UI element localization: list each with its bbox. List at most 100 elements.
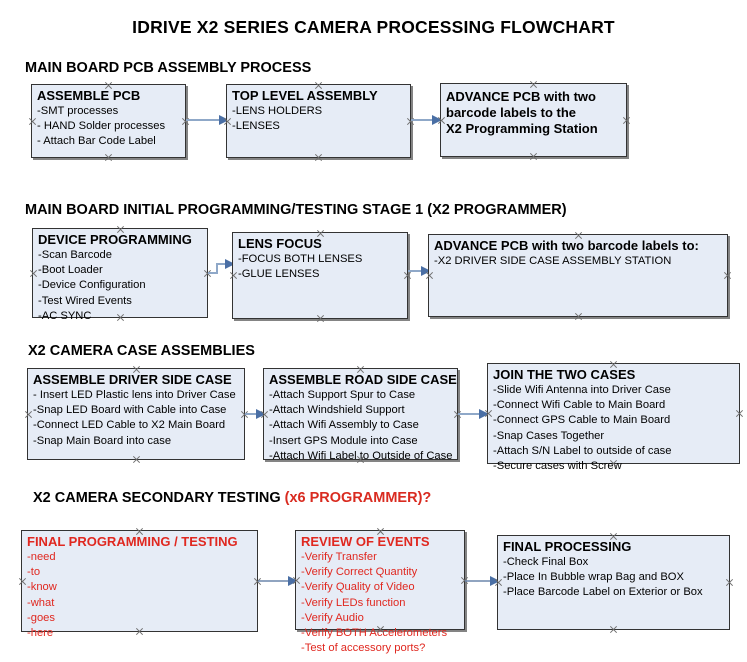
node-header: JOIN THE TWO CASES bbox=[493, 367, 636, 382]
resize-handle-left[interactable] bbox=[437, 116, 446, 125]
node-line: -Attach Support Spur to Case bbox=[269, 389, 416, 401]
connector-road-side-to-join-cases bbox=[458, 409, 489, 419]
node-line: -Verify Transfer bbox=[301, 551, 377, 563]
node-line: -need bbox=[27, 551, 56, 563]
resize-handle-left[interactable] bbox=[260, 410, 269, 419]
node-line: -here bbox=[27, 627, 54, 640]
node-header: ASSEMBLE DRIVER SIDE CASE bbox=[33, 372, 232, 387]
node-line: -know bbox=[27, 581, 57, 594]
node-line: - Attach Bar Code Label bbox=[37, 135, 156, 148]
node-line: -Slide Wifi Antenna into Driver Case bbox=[493, 384, 671, 396]
node-line: - HAND Solder processes bbox=[37, 120, 166, 133]
node-final-processing[interactable]: FINAL PROCESSING -Check Final Box -Place… bbox=[497, 535, 730, 630]
node-line: -Check Final Box bbox=[503, 556, 589, 568]
node-line: -LENSES bbox=[232, 120, 280, 133]
resize-handle-left[interactable] bbox=[229, 271, 238, 280]
node-line: -what bbox=[27, 596, 55, 609]
node-line-overflow: -Test of accessory ports? bbox=[301, 642, 426, 655]
connector-top-level-assembly-to-advance-pcb bbox=[411, 115, 442, 125]
node-advance-pcb-to-programming-station[interactable]: ADVANCE PCB with two barcode labels to t… bbox=[440, 83, 627, 157]
node-line: -Insert GPS Module into Case bbox=[269, 434, 418, 447]
section-heading-secondary-testing: X2 CAMERA SECONDARY TESTING (x6 PROGRAMM… bbox=[33, 490, 431, 506]
node-line: -Attach Windshield Support bbox=[269, 404, 405, 417]
node-line: -LENS HOLDERS bbox=[232, 105, 323, 117]
node-final-programming-testing[interactable]: FINAL PROGRAMMING / TESTING -need -to -k… bbox=[18, 530, 258, 639]
resize-handle-bottom[interactable] bbox=[132, 455, 141, 464]
resize-handle-bottom[interactable] bbox=[609, 625, 618, 634]
node-line: -to bbox=[27, 566, 41, 579]
node-header: TOP LEVEL ASSEMBLY bbox=[232, 88, 378, 103]
connector-review-of-events-to-final-processing bbox=[465, 576, 500, 586]
resize-handle-left[interactable] bbox=[292, 576, 301, 585]
node-join-the-two-cases[interactable]: JOIN THE TWO CASES -Slide Wifi Antenna i… bbox=[484, 363, 740, 472]
node-line: -Attach S/N Label to outside of case bbox=[493, 444, 672, 457]
node-line: -Boot Loader bbox=[38, 264, 103, 277]
section-heading-text: MAIN BOARD INITIAL PROGRAMMING/TESTING S… bbox=[25, 202, 567, 218]
node-line: -AC SYNC bbox=[38, 309, 92, 322]
node-line: -FOCUS BOTH LENSES bbox=[238, 253, 363, 265]
node-header: ASSEMBLE ROAD SIDE CASE bbox=[269, 372, 457, 387]
node-line: -Verify Correct Quantity bbox=[301, 566, 418, 579]
node-assemble-road-side-case[interactable]: ASSEMBLE ROAD SIDE CASE -Attach Support … bbox=[260, 368, 458, 462]
node-line: -Attach Wifi Label to Outside of Case bbox=[269, 449, 453, 462]
resize-handle-left[interactable] bbox=[425, 271, 434, 280]
node-header: FINAL PROGRAMMING / TESTING bbox=[27, 534, 238, 549]
node-line: - Insert LED Plastic lens into Driver Ca… bbox=[33, 389, 236, 401]
node-header: LENS FOCUS bbox=[238, 236, 322, 251]
node-line: -Place Barcode Label on Exterior or Box bbox=[503, 586, 703, 599]
connector-assemble-pcb-to-top-level-assembly bbox=[186, 115, 229, 125]
resize-handle-bottom[interactable] bbox=[316, 314, 325, 323]
resize-handle-top[interactable] bbox=[529, 80, 538, 89]
resize-handle-left[interactable] bbox=[484, 409, 493, 418]
node-top-level-assembly[interactable]: TOP LEVEL ASSEMBLY -LENS HOLDERS -LENSES bbox=[226, 84, 411, 158]
node-line: -Verify Quality of Video bbox=[301, 581, 415, 594]
node-line: -Snap LED Board with Cable into Case bbox=[33, 404, 227, 417]
node-assemble-driver-side-case[interactable]: ASSEMBLE DRIVER SIDE CASE - Insert LED P… bbox=[27, 368, 245, 460]
resize-handle-left[interactable] bbox=[29, 269, 38, 278]
node-line: -Connect LED Cable to X2 Main Board bbox=[33, 419, 226, 432]
node-line: -Snap Main Board into case bbox=[33, 434, 172, 447]
resize-handle-right[interactable] bbox=[723, 271, 732, 280]
resize-handle-left[interactable] bbox=[18, 577, 27, 586]
resize-handle-left[interactable] bbox=[24, 410, 33, 419]
node-line: -Verify Audio bbox=[301, 611, 364, 624]
resize-handle-bottom[interactable] bbox=[104, 153, 113, 162]
node-line: -Snap Cases Together bbox=[493, 429, 605, 442]
node-header: DEVICE PROGRAMMING bbox=[38, 232, 192, 247]
node-header: ADVANCE PCB with two bbox=[446, 89, 596, 104]
connector-final-programming-to-review-of-events bbox=[258, 576, 298, 586]
page-title: IDRIVE X2 SERIES CAMERA PROCESSING FLOWC… bbox=[132, 17, 615, 37]
node-header: ADVANCE PCB with two barcode labels to: bbox=[434, 238, 699, 253]
node-line: -Attach Wifi Assembly to Case bbox=[269, 419, 419, 432]
node-line: -X2 DRIVER SIDE CASE ASSEMBLY STATION bbox=[434, 255, 672, 267]
node-line: -Scan Barcode bbox=[38, 249, 113, 261]
node-header: REVIEW OF EVENTS bbox=[301, 534, 430, 549]
node-line: -GLUE LENSES bbox=[238, 268, 320, 281]
resize-handle-bottom[interactable] bbox=[314, 153, 323, 162]
resize-handle-bottom[interactable] bbox=[574, 312, 583, 321]
resize-handle-bottom[interactable] bbox=[529, 152, 538, 161]
node-header: FINAL PROCESSING bbox=[503, 539, 632, 554]
node-line: -Verify LEDs function bbox=[301, 596, 406, 609]
node-line: -Place In Bubble wrap Bag and BOX bbox=[503, 571, 684, 584]
resize-handle-left[interactable] bbox=[28, 117, 37, 126]
node-line: -Verify BOTH Accelerometers bbox=[301, 627, 448, 640]
section-heading-text: X2 CAMERA CASE ASSEMBLIES bbox=[28, 343, 255, 359]
node-assemble-pcb[interactable]: ASSEMBLE PCB -SMT processes - HAND Solde… bbox=[31, 84, 186, 158]
node-header-line: X2 Programming Station bbox=[446, 121, 598, 136]
node-line: -SMT processes bbox=[37, 105, 119, 117]
node-device-programming[interactable]: DEVICE PROGRAMMING -Scan Barcode -Boot L… bbox=[29, 228, 208, 322]
node-line: -Secure cases with Screw bbox=[493, 460, 622, 473]
section-heading-camera-case-assemblies: X2 CAMERA CASE ASSEMBLIES bbox=[28, 343, 255, 359]
resize-handle-left[interactable] bbox=[494, 578, 503, 587]
node-advance-pcb-to-driver-side-case[interactable]: ADVANCE PCB with two barcode labels to: … bbox=[428, 234, 728, 317]
section-heading-accent: (x6 PROGRAMMER)? bbox=[284, 490, 432, 506]
node-review-of-events[interactable]: REVIEW OF EVENTS -Verify Transfer -Verif… bbox=[292, 530, 465, 654]
section-heading-main-board-pcb-assembly: MAIN BOARD PCB ASSEMBLY PROCESS bbox=[25, 60, 311, 76]
node-header-line: barcode labels to the bbox=[446, 105, 577, 120]
node-line: -Test Wired Events bbox=[38, 294, 132, 307]
node-lens-focus[interactable]: LENS FOCUS -FOCUS BOTH LENSES -GLUE LENS… bbox=[232, 232, 408, 319]
resize-handle-left[interactable] bbox=[223, 117, 232, 126]
node-line: -goes bbox=[27, 611, 55, 624]
node-header: ASSEMBLE PCB bbox=[37, 88, 141, 103]
